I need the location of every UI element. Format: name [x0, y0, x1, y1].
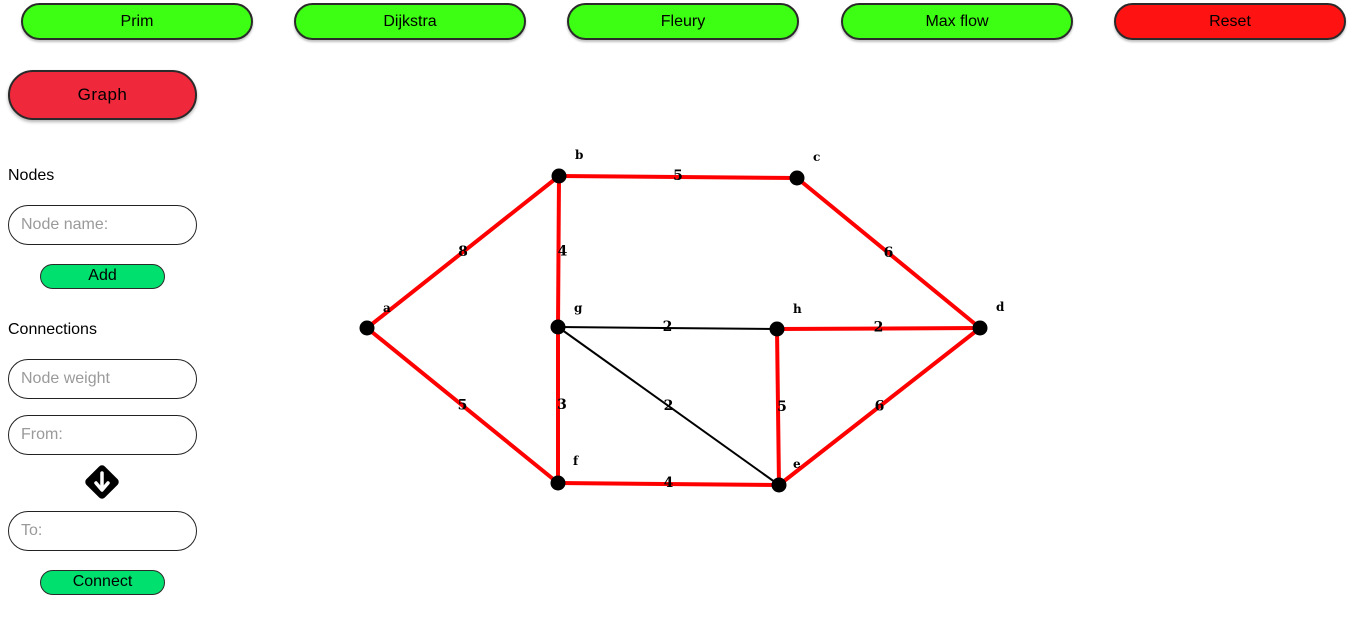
graph-node-f[interactable] [550, 475, 566, 491]
edge-h-e [775, 328, 781, 486]
graph-node-g[interactable] [550, 319, 566, 335]
to-input[interactable] [8, 511, 197, 551]
graph-node-label: h [793, 302, 802, 316]
graph-node-label: g [574, 301, 583, 315]
connections-heading: Connections [8, 321, 97, 338]
graph-node-label: e [793, 457, 801, 471]
graph-node-e[interactable] [771, 477, 787, 493]
edge-g-h [557, 326, 778, 330]
fleury-button[interactable]: Fleury [567, 3, 799, 40]
edge-c-d [795, 176, 982, 330]
edge-b-c [558, 174, 798, 180]
arrow-down-diamond-icon[interactable] [82, 462, 122, 502]
graph-node-b[interactable] [551, 168, 567, 184]
graph-node-c[interactable] [789, 170, 805, 186]
node-weight-input[interactable] [8, 359, 197, 399]
edge-b-g [556, 175, 561, 328]
from-input[interactable] [8, 415, 197, 455]
edge-weight-label: 5 [673, 168, 683, 184]
edge-weight-label: 4 [664, 475, 674, 491]
edge-weight-label: 5 [777, 399, 787, 415]
max-flow-button[interactable]: Max flow [841, 3, 1073, 40]
edge-weight-label: 2 [663, 319, 673, 335]
graph-node-a[interactable] [359, 320, 375, 336]
edge-weight-label: 4 [558, 244, 568, 260]
dijkstra-button[interactable]: Dijkstra [294, 3, 526, 40]
edge-e-d [777, 326, 982, 487]
nodes-heading: Nodes [8, 167, 55, 184]
edge-weight-label: 2 [664, 398, 674, 414]
edge-weight-label: 5 [458, 398, 468, 414]
prim-button[interactable]: Prim [21, 3, 253, 40]
graph-node-h[interactable] [769, 321, 785, 337]
edge-weight-label: 6 [884, 245, 894, 261]
edge-weight-label: 6 [875, 399, 885, 415]
graph-node-label: b [575, 148, 583, 162]
edge-weight-label: 2 [874, 320, 884, 336]
add-node-button[interactable]: Add [40, 264, 165, 289]
graph-button[interactable]: Graph [8, 70, 197, 120]
graph-node-d[interactable] [972, 320, 988, 336]
graph-node-label: f [573, 454, 579, 468]
edge-g-e [557, 326, 780, 486]
reset-button[interactable]: Reset [1114, 3, 1346, 40]
edge-weight-label: 8 [458, 244, 468, 260]
graph-node-label: a [383, 301, 391, 315]
edge-a-f [365, 326, 560, 485]
edge-f-e [557, 481, 780, 487]
edge-h-d [776, 326, 981, 331]
connect-button[interactable]: Connect [40, 570, 165, 595]
graph-node-label: c [813, 150, 820, 164]
edge-a-b [365, 174, 561, 330]
node-name-input[interactable] [8, 205, 197, 245]
edge-weight-label: 3 [557, 397, 567, 413]
graph-node-label: d [996, 300, 1005, 314]
